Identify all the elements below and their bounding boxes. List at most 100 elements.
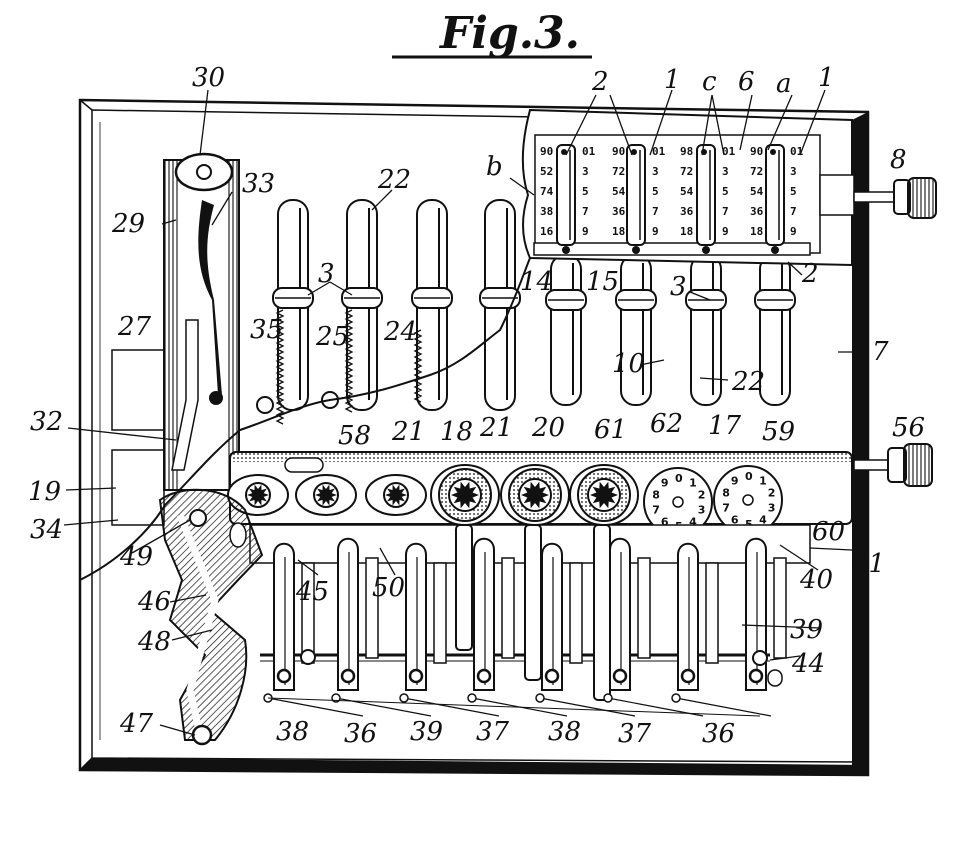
key-lever bbox=[405, 542, 427, 691]
label-37-right: 37 bbox=[618, 719, 652, 749]
key-lever bbox=[273, 542, 295, 691]
wheel-digit: 9 bbox=[661, 477, 669, 490]
lever-guide bbox=[773, 557, 787, 659]
drum-digit: 3 bbox=[652, 165, 659, 178]
long-lever bbox=[524, 524, 542, 681]
label-45: 45 bbox=[295, 577, 329, 607]
label-a: a bbox=[776, 69, 792, 99]
wheel-digit: 7 bbox=[722, 501, 730, 514]
drum-digit: 5 bbox=[790, 185, 797, 198]
sprocket-teeth bbox=[385, 484, 407, 506]
drum-digit: 18 bbox=[612, 225, 625, 238]
knob-56[interactable] bbox=[853, 443, 933, 487]
wheel-digit: 2 bbox=[698, 489, 706, 502]
label-19: 19 bbox=[28, 477, 61, 507]
link-pin bbox=[399, 693, 409, 703]
bar-end bbox=[300, 649, 316, 665]
stop-pin bbox=[767, 669, 783, 687]
label-39-bottom: 39 bbox=[410, 717, 443, 747]
label-10: 10 bbox=[612, 349, 645, 379]
wheel-digit: 1 bbox=[759, 475, 767, 488]
link-bar bbox=[675, 697, 772, 717]
wheel-digit: 8 bbox=[722, 487, 730, 500]
label-1-right: 1 bbox=[818, 63, 835, 93]
label-24: 24 bbox=[383, 317, 417, 347]
wheel-digit: 8 bbox=[652, 489, 660, 502]
drum-digit: 90 bbox=[540, 145, 553, 158]
drum-digit: 9 bbox=[582, 225, 589, 238]
result-drum-panel: 9052743816013579907254361801357998725436… bbox=[521, 108, 855, 267]
label-56: 56 bbox=[892, 413, 925, 443]
label-49: 49 bbox=[119, 542, 153, 572]
lever-pin bbox=[276, 668, 292, 684]
label-59: 59 bbox=[762, 417, 795, 447]
drum-digit: 90 bbox=[750, 145, 763, 158]
link-pin bbox=[603, 693, 613, 703]
drum-digit: 9 bbox=[790, 225, 797, 238]
wheel-digit: 2 bbox=[768, 487, 776, 500]
label-22-top: 22 bbox=[377, 165, 411, 195]
sprocket-teeth bbox=[315, 484, 337, 506]
sprocket-teeth bbox=[590, 481, 618, 509]
lever-pin bbox=[612, 668, 628, 684]
bar-end bbox=[752, 650, 768, 666]
figure-title: Fig.3. bbox=[438, 8, 580, 59]
label-37-left: 37 bbox=[476, 717, 510, 747]
wheel-digit: 4 bbox=[759, 513, 767, 526]
drum-digit: 7 bbox=[652, 205, 659, 218]
spring bbox=[275, 309, 285, 425]
drum-cylinder bbox=[556, 144, 576, 246]
leader-lines bbox=[63, 89, 868, 736]
sprocket-teeth bbox=[451, 481, 479, 509]
label-b: b bbox=[486, 152, 503, 182]
key-lever bbox=[337, 537, 359, 691]
wheel-hub bbox=[742, 494, 754, 506]
drum-digit: 54 bbox=[680, 185, 694, 198]
label-21-left: 21 bbox=[391, 417, 425, 447]
label-34: 34 bbox=[30, 515, 63, 545]
setting-rod bbox=[690, 254, 722, 406]
lever-guide bbox=[433, 562, 447, 664]
setting-rod bbox=[550, 254, 582, 406]
box-19 bbox=[111, 449, 165, 526]
label-58: 58 bbox=[338, 421, 371, 451]
label-29: 29 bbox=[111, 209, 145, 239]
drum-digit: 5 bbox=[582, 185, 589, 198]
drum-digit: 36 bbox=[750, 205, 764, 218]
label-3-left: 3 bbox=[318, 259, 335, 289]
link-bars bbox=[263, 693, 772, 717]
label-6: 6 bbox=[738, 67, 755, 97]
drum-digit: 5 bbox=[722, 185, 729, 198]
label-62: 62 bbox=[650, 409, 683, 439]
key-lever bbox=[677, 542, 699, 691]
lever-guide bbox=[705, 562, 719, 664]
drum-digit: 98 bbox=[680, 145, 693, 158]
label-c: c bbox=[702, 67, 717, 97]
lever-pin bbox=[680, 668, 696, 684]
drum-digit: 54 bbox=[612, 185, 626, 198]
drum-digit: 18 bbox=[680, 225, 693, 238]
label-38-left: 38 bbox=[276, 717, 309, 747]
wheel-digit: 9 bbox=[731, 475, 739, 488]
sprocket-teeth bbox=[247, 484, 269, 506]
label-2-top: 2 bbox=[591, 67, 609, 97]
label-21-right: 21 bbox=[479, 413, 513, 443]
label-36-right: 36 bbox=[702, 719, 735, 749]
drum-digit: 3 bbox=[582, 165, 589, 178]
drum-digit: 54 bbox=[750, 185, 764, 198]
knob-8[interactable] bbox=[853, 177, 937, 219]
wheel-digit: 6 bbox=[731, 513, 739, 526]
drum-digit: 38 bbox=[540, 205, 553, 218]
drum-digit: 3 bbox=[790, 165, 797, 178]
wheel-digit: 4 bbox=[689, 515, 697, 528]
drum-cylinder bbox=[696, 144, 716, 246]
label-17: 17 bbox=[708, 411, 742, 441]
link-bar bbox=[539, 697, 636, 717]
spring bbox=[344, 309, 354, 413]
label-60: 60 bbox=[812, 517, 845, 547]
label-61: 61 bbox=[594, 415, 627, 445]
number-wheels: 01234567890123456789 bbox=[643, 465, 783, 537]
label-33: 33 bbox=[242, 169, 275, 199]
key-levers bbox=[273, 524, 787, 701]
